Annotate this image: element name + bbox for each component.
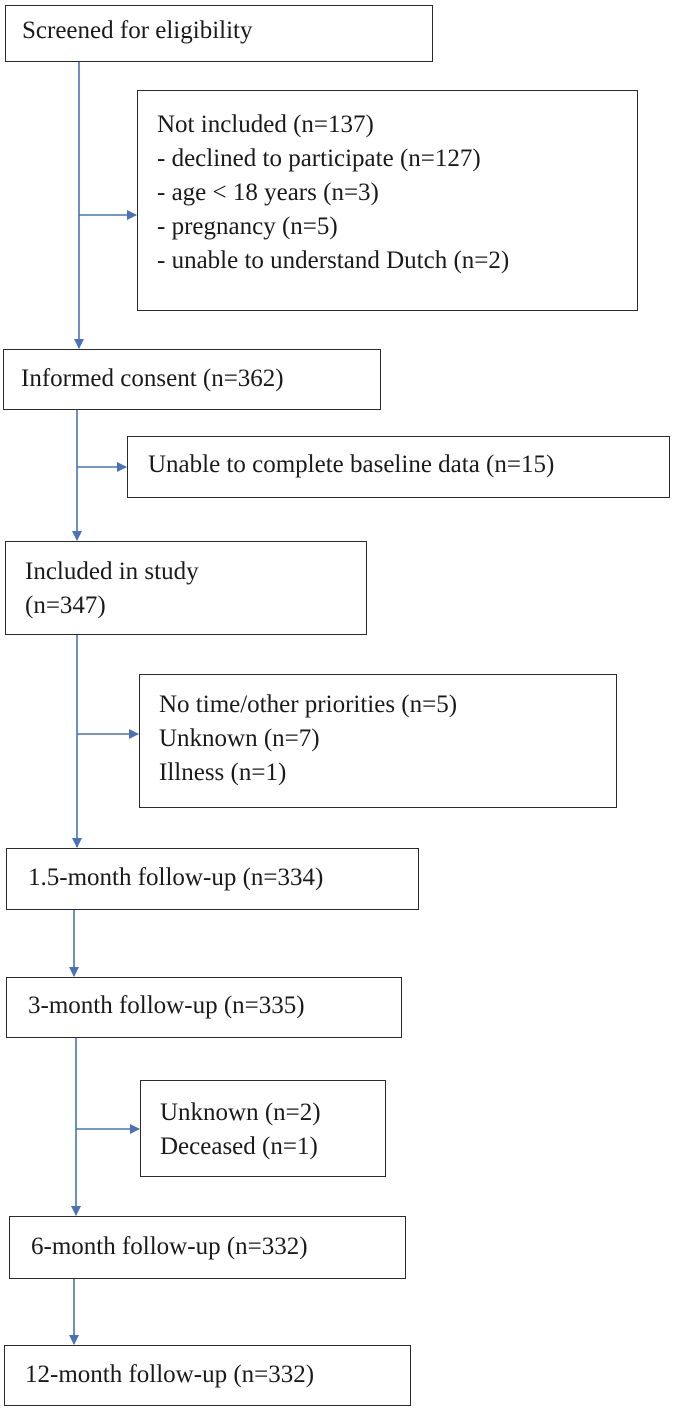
loss-reason: Deceased (n=1) [160, 1133, 318, 1160]
followup-1-5-month-box: 1.5-month follow-up (n=334) [6, 848, 419, 910]
loss-first-box: No time/other priorities (n=5) Unknown (… [139, 674, 617, 808]
loss-reason: Unknown (n=7) [159, 725, 320, 752]
baseline-exclusion-box: Unable to complete baseline data (n=15) [127, 436, 670, 498]
included-label: Included in study [25, 558, 199, 585]
followup-6-month-label: 6-month follow-up (n=332) [31, 1233, 308, 1260]
followup-3-month-box: 3-month follow-up (n=335) [6, 977, 402, 1038]
informed-consent-label: Informed consent (n=362) [21, 365, 284, 392]
followup-6-month-box: 6-month follow-up (n=332) [9, 1216, 406, 1279]
screened-label: Screened for eligibility [22, 17, 253, 44]
not-included-title: Not included (n=137) [157, 111, 374, 138]
followup-12-month-box: 12-month follow-up (n=332) [4, 1345, 411, 1406]
followup-1-5-month-label: 1.5-month follow-up (n=334) [28, 864, 324, 891]
loss-reason: Unknown (n=2) [160, 1099, 321, 1126]
included-box: Included in study (n=347) [5, 541, 367, 635]
not-included-reason: - age < 18 years (n=3) [157, 179, 379, 206]
screened-box: Screened for eligibility [5, 5, 433, 62]
loss-reason: No time/other priorities (n=5) [159, 691, 458, 718]
not-included-box: Not included (n=137) - declined to parti… [137, 90, 638, 311]
baseline-exclusion-label: Unable to complete baseline data (n=15) [148, 451, 555, 478]
loss-reason: Illness (n=1) [159, 759, 287, 786]
not-included-reason: - declined to participate (n=127) [157, 145, 481, 172]
not-included-reason: - pregnancy (n=5) [157, 213, 338, 240]
followup-12-month-label: 12-month follow-up (n=332) [25, 1361, 315, 1388]
loss-second-box: Unknown (n=2) Deceased (n=1) [140, 1080, 386, 1177]
not-included-reason: - unable to understand Dutch (n=2) [157, 247, 510, 274]
included-count: (n=347) [25, 592, 106, 619]
followup-3-month-label: 3-month follow-up (n=335) [28, 992, 305, 1019]
informed-consent-box: Informed consent (n=362) [3, 349, 381, 410]
